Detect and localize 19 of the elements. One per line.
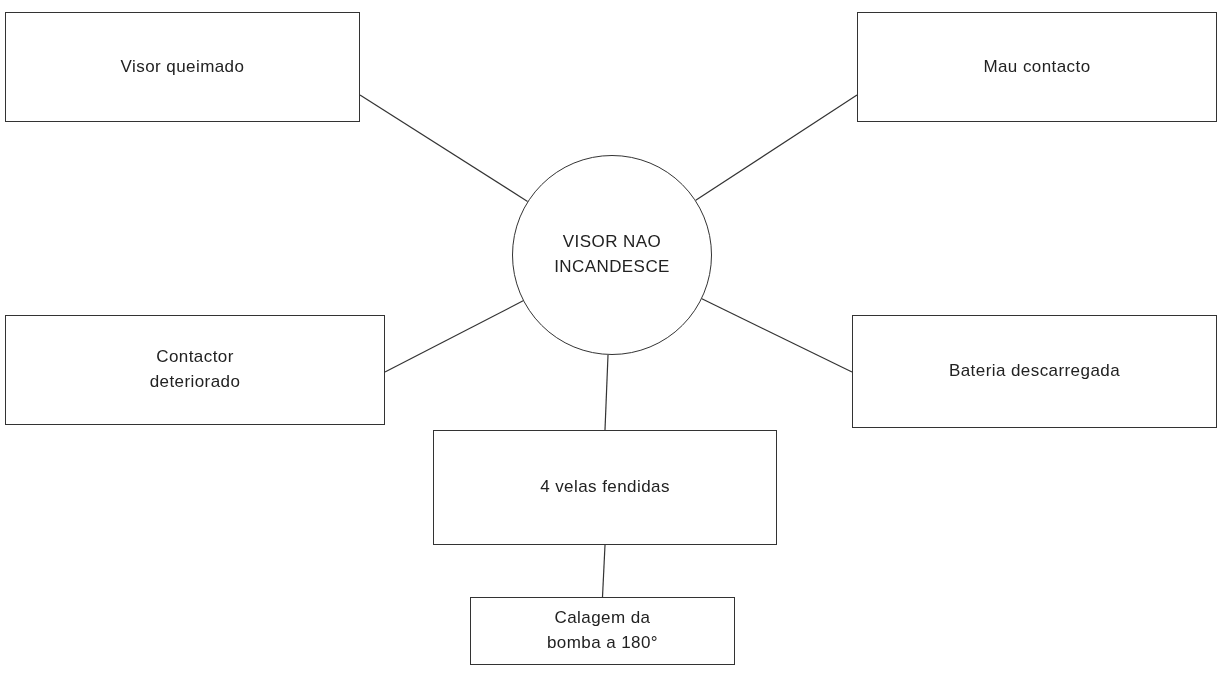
connector-line [601, 544, 606, 598]
node-label: Visor queimado [120, 55, 245, 78]
cause-box [5, 12, 360, 122]
node-label: Contactor deteriorado [148, 346, 242, 393]
connector-line [384, 300, 524, 373]
cause-box [5, 315, 385, 425]
cause-box [857, 12, 1217, 122]
node-label: Bateria descarregada [948, 360, 1120, 383]
connector-line [359, 94, 529, 202]
cause-box [433, 430, 777, 545]
node-label: VISOR NAO INCANDESCE [553, 231, 671, 278]
node-label: Calagem da bomba a 180° [545, 607, 660, 654]
connector-line [604, 354, 609, 431]
connector-line [701, 298, 853, 373]
node-label: Mau contacto [983, 55, 1091, 78]
node-label: 4 velas fendidas [540, 476, 670, 499]
cause-box [470, 597, 735, 665]
connector-line [695, 94, 858, 201]
cause-box [852, 315, 1217, 428]
